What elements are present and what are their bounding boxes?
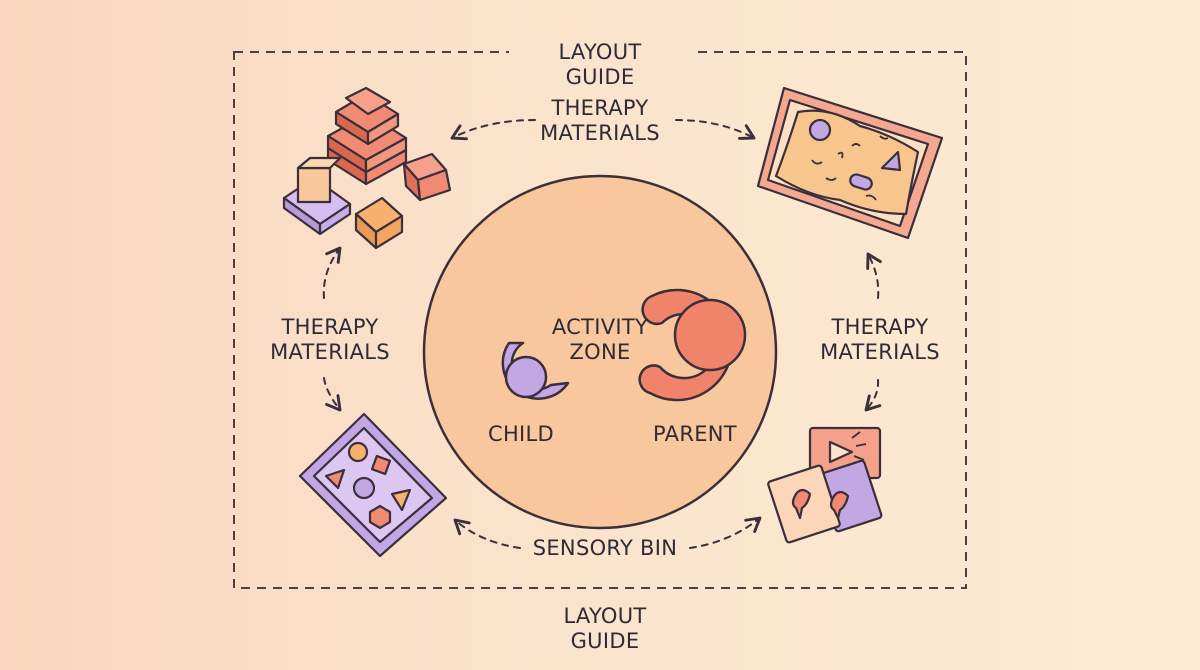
- sensory-bin-label: SENSORY BIN: [532, 536, 678, 560]
- layout-title-top: LAYOUT GUIDE: [509, 40, 691, 90]
- activity-zone-label: ACTIVITY ZONE: [551, 315, 649, 364]
- flow-arrows: [322, 119, 882, 549]
- arrow-right-up: [866, 252, 882, 299]
- red-cube-icon: [402, 152, 452, 202]
- arrow-bottom-right: [689, 516, 762, 549]
- layout-frame: [233, 51, 967, 589]
- therapy-materials-top-label: THERAPY MATERIALS: [540, 96, 660, 145]
- arrow-top-left: [450, 119, 536, 141]
- activity-zone-circle: [422, 174, 778, 530]
- arrow-left-down: [323, 377, 342, 412]
- child-label: CHILD: [487, 422, 555, 446]
- child-figure: [501, 341, 570, 400]
- arrow-right-down: [864, 379, 882, 412]
- layout-title-bottom: LAYOUT GUIDE: [514, 604, 696, 654]
- arrow-bottom-left: [453, 518, 521, 549]
- purple-block-icon: [282, 156, 352, 236]
- therapy-materials-left-label: THERAPY MATERIALS: [270, 315, 390, 364]
- arrow-left-up: [322, 246, 342, 299]
- parent-figure: [638, 288, 747, 402]
- parent-label: PARENT: [653, 422, 737, 446]
- block-stack-icon: [326, 86, 408, 186]
- orange-cube-icon: [354, 196, 404, 250]
- therapy-materials-right-label: THERAPY MATERIALS: [820, 315, 940, 364]
- shape-sorter-tray-icon: [298, 412, 448, 558]
- picture-cards-icon: [767, 426, 883, 544]
- arrow-top-right: [675, 119, 756, 140]
- sand-tray-icon: [756, 86, 944, 240]
